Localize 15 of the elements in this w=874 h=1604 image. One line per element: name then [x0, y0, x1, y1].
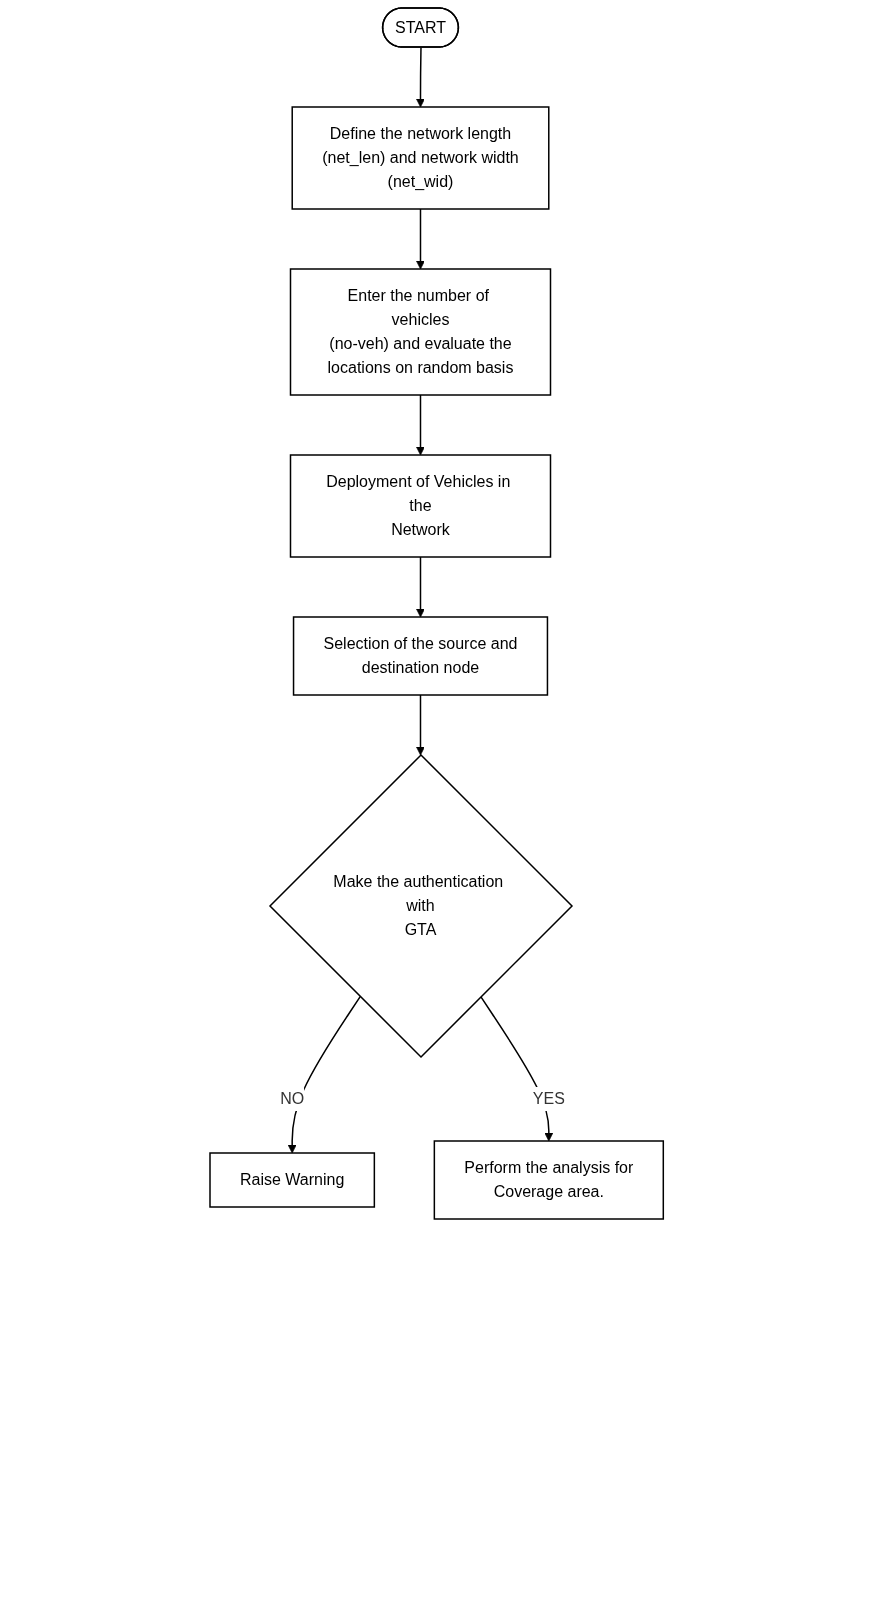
arrow [416, 208, 426, 270]
arrow [288, 995, 362, 1154]
arrow [416, 556, 426, 618]
node-box: Perform the analysis for Coverage area. [433, 1140, 665, 1220]
arrow [416, 46, 426, 108]
arrow [416, 694, 426, 756]
node-box: Selection of the source and destination node [293, 616, 549, 696]
node-box: Enter the number of vehicles (no-veh) and evaluate the locations on random basis [290, 268, 552, 396]
arrow [416, 394, 426, 456]
edge-label: NO [280, 1090, 305, 1107]
edge-label: YES [533, 1090, 566, 1107]
node-box: Define the network length (net_len) and network width (net_wid) [291, 106, 550, 210]
node-box: Raise Warning [209, 1152, 376, 1208]
node-diamond: Make the authentication with GTA [269, 753, 574, 1059]
node-box: Deployment of Vehicles in the Network [290, 454, 552, 558]
